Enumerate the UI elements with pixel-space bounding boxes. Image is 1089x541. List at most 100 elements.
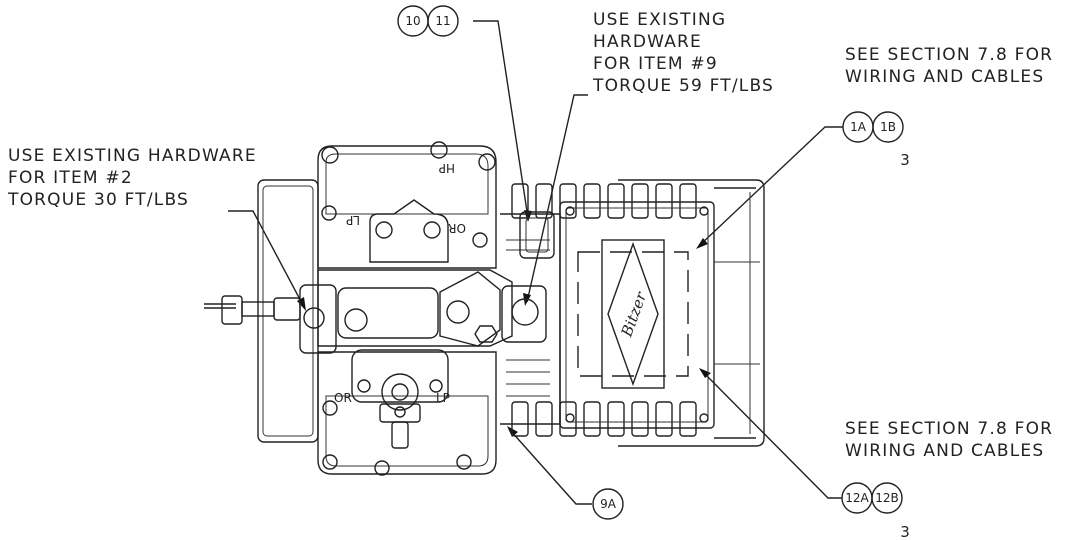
fin (511, 401, 529, 437)
balloon-1a-label: 1A (850, 120, 867, 134)
leader-arrowhead (696, 238, 708, 249)
note-wiring-bottom: SEE SECTION 7.8 FOR WIRING AND CABLES (845, 418, 1053, 462)
balloon-11 (427, 5, 459, 37)
fin (607, 183, 625, 219)
fitting-nut (273, 297, 301, 321)
balloon-12b (871, 482, 903, 514)
lid-screw (565, 413, 575, 423)
oil-pump-housing (351, 349, 449, 403)
fin (655, 401, 673, 437)
note-line: TORQUE 30 FT/LBS (8, 190, 189, 210)
note-line: USE EXISTING (593, 10, 727, 30)
note-line: USE EXISTING HARDWARE (8, 146, 257, 166)
fin (583, 401, 601, 437)
note-hardware-item9: USE EXISTING HARDWARE FOR ITEM #9 TORQUE… (593, 9, 774, 97)
manifold-bar (337, 287, 439, 339)
note-line: HARDWARE (593, 32, 702, 52)
motor-end-right (618, 179, 765, 447)
bolt-head (446, 300, 470, 324)
end-block-left (257, 179, 319, 443)
cooling-fins-top (511, 183, 697, 219)
bolt-head (321, 146, 339, 164)
fin (655, 183, 673, 219)
head-plate-upper (325, 153, 489, 215)
valve-boss-upper (369, 199, 449, 263)
sensor-body (221, 295, 243, 325)
cylinder-head-upper (317, 145, 497, 269)
terminal-box-lid (565, 207, 709, 423)
balloon-9a-label: 9A (600, 497, 617, 511)
leader-arrowhead (699, 368, 711, 378)
bolt-head (321, 205, 337, 221)
bolt-head (429, 379, 443, 393)
oil-pump-cover (381, 373, 419, 411)
note-wiring-top: SEE SECTION 7.8 FOR WIRING AND CABLES (845, 44, 1053, 88)
bolt-head (430, 141, 448, 159)
bolt-head (374, 460, 390, 476)
valve-port (303, 307, 325, 329)
label-area-dashed (577, 251, 689, 377)
cable-gland (519, 211, 555, 259)
quantity-label-bottom: 3 (900, 523, 910, 541)
discharge-flange (501, 285, 547, 343)
oil-pump-center (391, 383, 409, 401)
mark-or-bottom: OR (334, 391, 352, 405)
mark-or-top: OR (448, 221, 466, 235)
lid-screw (699, 413, 709, 423)
lid-screw (699, 206, 709, 216)
note-hardware-item2: USE EXISTING HARDWARE FOR ITEM #2 TORQUE… (8, 145, 257, 211)
leader-1a-1b (699, 126, 843, 246)
balloon-11-label: 11 (435, 14, 450, 28)
note-line: WIRING AND CABLES (845, 67, 1045, 87)
fin (679, 401, 697, 437)
manifold-block (439, 271, 501, 347)
cable-gland-inner (525, 217, 549, 253)
mark-hp: HP (439, 161, 455, 175)
note-line: SEE SECTION 7.8 FOR (845, 45, 1054, 65)
discharge-port (511, 298, 539, 326)
bolt-head (357, 379, 371, 393)
bolt-head (478, 153, 496, 171)
fin (559, 183, 577, 219)
end-block-left-inner (262, 185, 314, 437)
cooling-fins-bottom (511, 401, 697, 437)
leader-arrowhead (297, 297, 306, 311)
crankcase-band (317, 269, 513, 347)
fin (631, 183, 649, 219)
cylinder-head-lower (317, 351, 497, 475)
bolt-head (322, 400, 338, 416)
valve-port (344, 308, 368, 332)
leader-12a-12b (702, 371, 842, 499)
bolt-head (375, 221, 393, 239)
balloon-10-label: 10 (405, 14, 420, 28)
logo-diamond (607, 241, 659, 387)
crankshaft-end (391, 421, 409, 449)
fin (679, 183, 697, 219)
logo-text: Bitzer (617, 289, 650, 340)
terminal-box (559, 201, 715, 429)
balloon-12a-label: 12A (845, 491, 869, 505)
leader-item9 (526, 94, 588, 303)
balloon-1b (872, 111, 904, 143)
head-plate-lower (325, 395, 489, 467)
fin (535, 401, 553, 437)
note-line: FOR ITEM #2 (8, 168, 133, 188)
leader-10-11 (473, 20, 529, 219)
note-line: FOR ITEM #9 (593, 54, 718, 74)
fin (607, 401, 625, 437)
bolt-head (322, 454, 338, 470)
bolt-head (423, 221, 441, 239)
mark-lp-top: LP (346, 213, 360, 227)
leader-item2 (228, 210, 305, 308)
leader-lines (228, 20, 843, 505)
fins-vertical (506, 239, 550, 397)
logo-plate (601, 239, 665, 389)
balloon-9a (592, 488, 624, 520)
quantity-label-top: 3 (900, 151, 910, 169)
leader-9a (509, 429, 592, 505)
shaft-center (394, 406, 406, 418)
fin (583, 183, 601, 219)
motor-housing-left (500, 213, 561, 425)
